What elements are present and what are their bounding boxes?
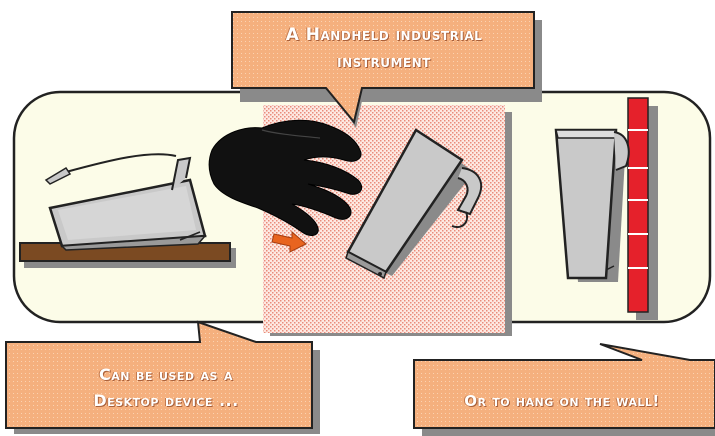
wall-mounted-device-icon — [556, 130, 629, 282]
callout-left-line-1: Can be used as a — [18, 362, 314, 388]
callout-left-line-2: Desktop device ... — [18, 388, 314, 414]
wall-icon — [628, 98, 658, 320]
callout-left-text: Can be used as a Desktop device ... — [18, 362, 314, 414]
callout-top-text: A Handheld industrial instrument — [236, 22, 532, 76]
callout-right-text: Or to hang on the wall! — [412, 390, 712, 412]
